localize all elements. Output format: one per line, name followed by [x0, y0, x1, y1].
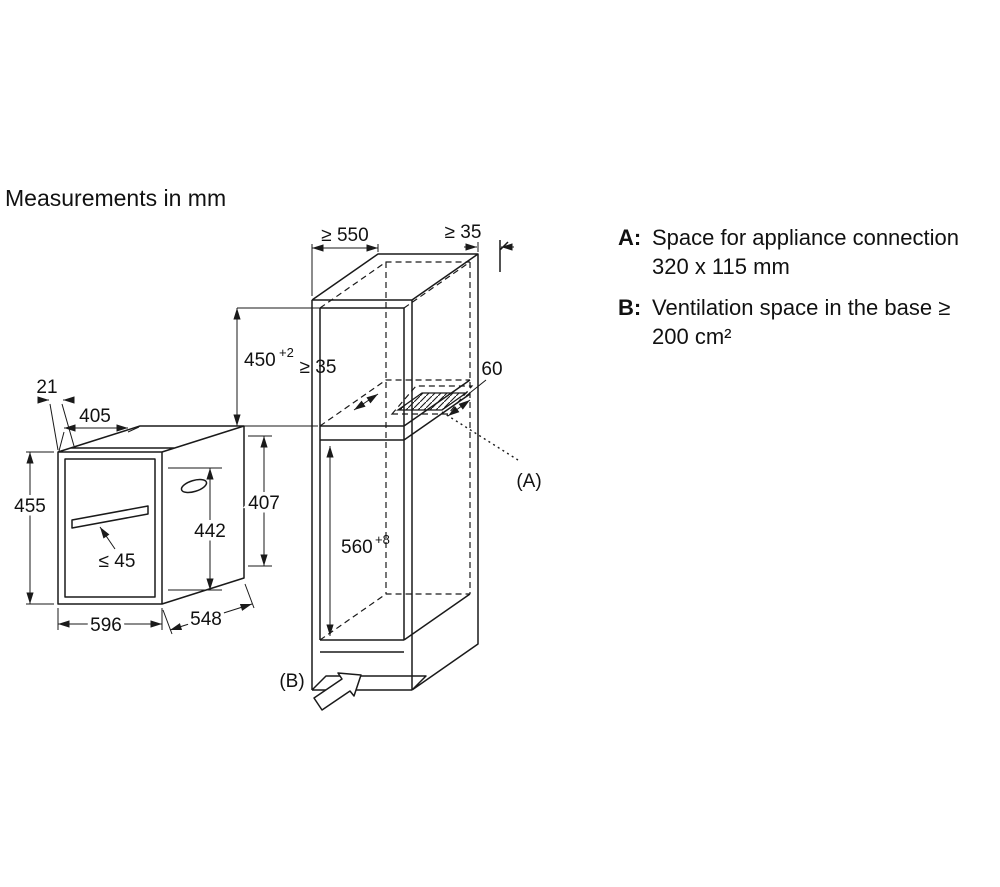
dim-width-label: 596 [90, 615, 122, 636]
dim-niche-height-label: 450 [244, 350, 276, 371]
dim-lower-niche-tolerance: +8 [375, 532, 390, 547]
dim-handle-clearance-label: ≤ 45 [99, 551, 136, 572]
dim-60-line [447, 399, 471, 417]
connection-leader-dotted [441, 411, 519, 461]
oven-extension-lines [26, 403, 272, 635]
oven-door-handle [71, 505, 149, 529]
legend-b-line1: Ventilation space in the base ≥ [652, 295, 950, 320]
legend-a-key: A: [618, 225, 641, 250]
cabinet-hidden-edges [319, 261, 474, 641]
cabinet-outline [311, 240, 509, 691]
dim-rear-top-gap-label: ≥ 35 [445, 222, 482, 243]
dim-depth-label: 548 [190, 609, 222, 630]
dim-body-height-label: 442 [194, 521, 226, 542]
legend-a-line1: Space for appliance connection [652, 225, 959, 250]
legend: A: Space for appliance connection 320 x … [618, 225, 959, 349]
label-b: (B) [279, 671, 304, 692]
dim-top-depth-label: 405 [79, 406, 111, 427]
connection-space-hatch [395, 392, 469, 411]
oven-drawing: 21 405 455 ≤ 45 442 407 596 548 [11, 377, 284, 640]
dim-handle-leader [99, 526, 116, 550]
legend-b-key: B: [618, 295, 641, 320]
legend-a-line2: 320 x 115 mm [652, 254, 790, 279]
dim-connection-offset-label: 60 [481, 359, 502, 380]
oven-outline [57, 425, 245, 605]
dim-rear-clearance-label: ≥ 35 [300, 357, 337, 378]
dim-cabinet-depth-label: ≥ 550 [321, 225, 368, 246]
dim-niche-height-tolerance: +2 [279, 345, 294, 360]
dim-35inner-line [353, 393, 379, 411]
cabinet-drawing: (A) ≥ 550 ≥ 35 450 +2 ≥ 35 60 560 +8 (B) [233, 222, 542, 711]
ventilation-arrow [313, 672, 362, 711]
dim-548-line [169, 603, 253, 631]
dim-rear-height-label: 407 [248, 493, 280, 514]
dim-front-height-label: 455 [14, 496, 46, 517]
dim-frame-offset-label: 21 [36, 377, 57, 398]
label-a: (A) [516, 471, 541, 492]
page-title: Measurements in mm [5, 185, 226, 211]
legend-b-line2: 200 cm² [652, 324, 731, 349]
oven-side-grip [180, 478, 208, 494]
dim-lower-niche-label: 560 [341, 537, 373, 558]
